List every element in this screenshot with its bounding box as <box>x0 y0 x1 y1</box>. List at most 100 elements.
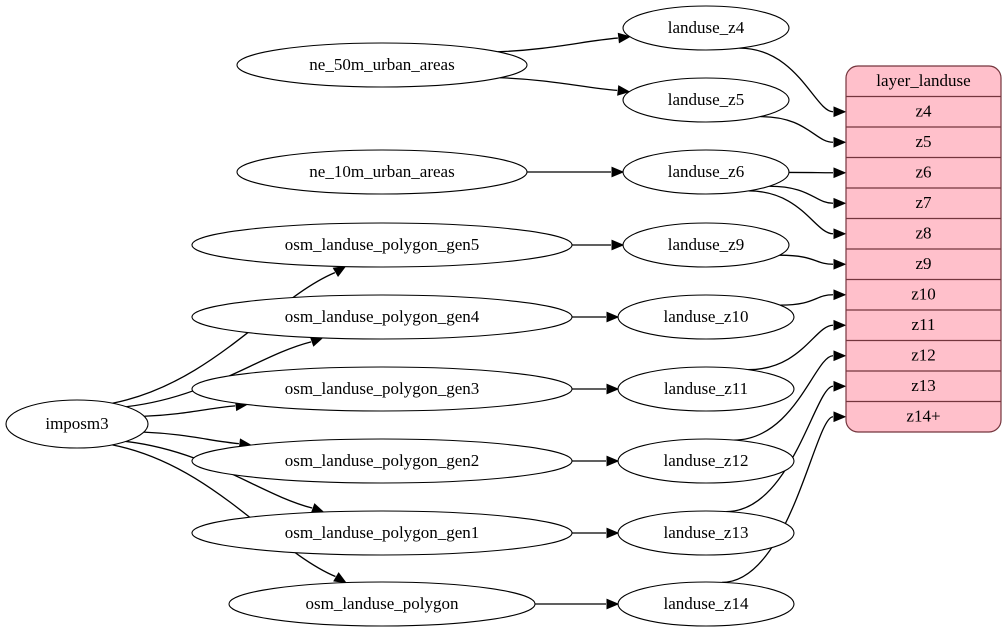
node-gen3[interactable]: osm_landuse_polygon_gen3 <box>191 366 573 412</box>
layer-table-row-z12[interactable]: z12 <box>911 346 936 365</box>
edge-lz14-to-z14+ <box>722 416 834 584</box>
node-label-lz9: landuse_z9 <box>668 235 744 254</box>
node-ellipse-lz12 <box>617 438 795 484</box>
node-ellipse-lz11 <box>617 366 795 412</box>
edge-arrowhead <box>833 289 847 301</box>
layer-table-row-z6[interactable]: z6 <box>915 163 931 182</box>
node-ellipse-lz14 <box>617 581 795 627</box>
node-ellipse-imposm3 <box>5 399 149 449</box>
layer-table-row-z7[interactable]: z7 <box>915 193 932 212</box>
node-label-lz5: landuse_z5 <box>668 90 744 109</box>
node-ellipse-gen4 <box>191 294 573 340</box>
edge-ne50-to-lz5 <box>500 77 618 92</box>
edge-arrowhead <box>606 311 620 323</box>
edge-arrowhead <box>617 85 631 96</box>
edge-arrowhead <box>617 32 632 44</box>
edge-arrowhead <box>833 106 847 118</box>
node-ellipse-gen1 <box>191 510 573 556</box>
node-gen2[interactable]: osm_landuse_polygon_gen2 <box>191 438 573 484</box>
node-lz4[interactable]: landuse_z4 <box>622 5 790 51</box>
layer-table-row-z14+[interactable]: z14+ <box>906 407 940 426</box>
edge-imposm3-to-poly <box>112 444 336 578</box>
layer-table-row-z11[interactable]: z11 <box>912 315 936 334</box>
node-label-gen3: osm_landuse_polygon_gen3 <box>285 379 480 398</box>
node-label-lz14: landuse_z14 <box>664 594 749 613</box>
edge-arrowhead <box>606 598 620 610</box>
node-lz13[interactable]: landuse_z13 <box>617 510 795 556</box>
edge-arrowhead <box>332 265 347 278</box>
edge-arrowhead <box>309 336 324 347</box>
edge-lz11-to-z11 <box>748 324 834 371</box>
node-lz6[interactable]: landuse_z6 <box>622 149 790 195</box>
edge-lz13-to-z13 <box>726 385 834 513</box>
edge-imposm3-to-gen5 <box>112 272 336 404</box>
node-ellipse-lz4 <box>622 5 790 51</box>
edge-arrowhead <box>833 350 847 362</box>
node-poly[interactable]: osm_landuse_polygon <box>228 581 536 627</box>
edge-arrowhead <box>333 572 347 584</box>
edge-imposm3-to-gen3 <box>144 405 236 417</box>
node-ellipse-lz9 <box>622 222 790 268</box>
edge-lz5-to-z5 <box>760 115 834 143</box>
node-label-lz6: landuse_z6 <box>668 162 744 181</box>
layer-table-row-z13[interactable]: z13 <box>911 376 936 395</box>
node-ellipse-lz6 <box>622 149 790 195</box>
edge-imposm3-to-gen2 <box>143 431 239 445</box>
layer-table-row-z8[interactable]: z8 <box>915 224 931 243</box>
layer-table-row-z9[interactable]: z9 <box>915 254 931 273</box>
node-gen1[interactable]: osm_landuse_polygon_gen1 <box>191 510 573 556</box>
node-ellipse-gen3 <box>191 366 573 412</box>
node-ellipse-lz13 <box>617 510 795 556</box>
node-lz9[interactable]: landuse_z9 <box>622 222 790 268</box>
edge-arrowhead <box>833 197 847 209</box>
node-ellipse-gen2 <box>191 438 573 484</box>
edge-arrowhead <box>833 380 847 392</box>
node-ellipse-ne10 <box>236 149 528 195</box>
node-label-lz10: landuse_z10 <box>664 307 749 326</box>
node-label-lz12: landuse_z12 <box>664 451 749 470</box>
nodes-layer: imposm3 ne_50m_urban_areas ne_10m_urban_ar… <box>5 5 795 627</box>
node-label-lz11: landuse_z11 <box>664 379 748 398</box>
edge-lz9-to-z9 <box>779 254 834 265</box>
node-lz5[interactable]: landuse_z5 <box>622 77 790 123</box>
edge-ne50-to-lz4 <box>497 37 618 53</box>
edge-lz10-to-z10 <box>780 294 834 306</box>
node-label-gen5: osm_landuse_polygon_gen5 <box>285 235 480 254</box>
layer-table-header: layer_landuse <box>876 71 970 90</box>
edge-arrowhead <box>310 503 325 514</box>
layer-table-row-z5[interactable]: z5 <box>915 132 931 151</box>
edge-lz6-to-z7 <box>769 185 834 204</box>
node-ne10[interactable]: ne_10m_urban_areas <box>236 149 528 195</box>
node-gen4[interactable]: osm_landuse_polygon_gen4 <box>191 294 573 340</box>
node-ellipse-poly <box>228 581 536 627</box>
node-label-lz13: landuse_z13 <box>664 523 749 542</box>
edge-arrowhead <box>833 258 847 270</box>
edge-arrowhead <box>606 383 620 395</box>
node-label-ne50: ne_50m_urban_areas <box>309 55 454 74</box>
edge-arrowhead <box>606 455 620 467</box>
node-lz14[interactable]: landuse_z14 <box>617 581 795 627</box>
node-label-imposm3: imposm3 <box>45 414 108 433</box>
layer-table-row-z10[interactable]: z10 <box>911 285 936 304</box>
node-lz12[interactable]: landuse_z12 <box>617 438 795 484</box>
node-ne50[interactable]: ne_50m_urban_areas <box>236 42 528 88</box>
node-lz11[interactable]: landuse_z11 <box>617 366 795 412</box>
layer-table-row-z4[interactable]: z4 <box>915 102 932 121</box>
node-lz10[interactable]: landuse_z10 <box>617 294 795 340</box>
edge-arrowhead <box>833 136 847 148</box>
edge-lz12-to-z12 <box>733 355 834 441</box>
node-ellipse-lz10 <box>617 294 795 340</box>
node-label-poly: osm_landuse_polygon <box>306 594 459 613</box>
layer-landuse-table: layer_landuse z4 z5 z6 z7 z8 z9 z10 z11 z12 z13 z14… <box>845 65 1002 433</box>
node-gen5[interactable]: osm_landuse_polygon_gen5 <box>191 222 573 268</box>
edge-arrowhead <box>833 228 847 240</box>
edge-arrowhead <box>833 319 847 331</box>
edge-lz6-to-z8 <box>748 190 834 235</box>
edge-arrowhead <box>833 167 847 179</box>
edge-arrowhead <box>611 166 625 178</box>
edge-lz4-to-z4 <box>739 47 834 113</box>
node-label-ne10: ne_10m_urban_areas <box>309 162 454 181</box>
node-label-gen2: osm_landuse_polygon_gen2 <box>285 451 480 470</box>
node-imposm3[interactable]: imposm3 <box>5 399 149 449</box>
